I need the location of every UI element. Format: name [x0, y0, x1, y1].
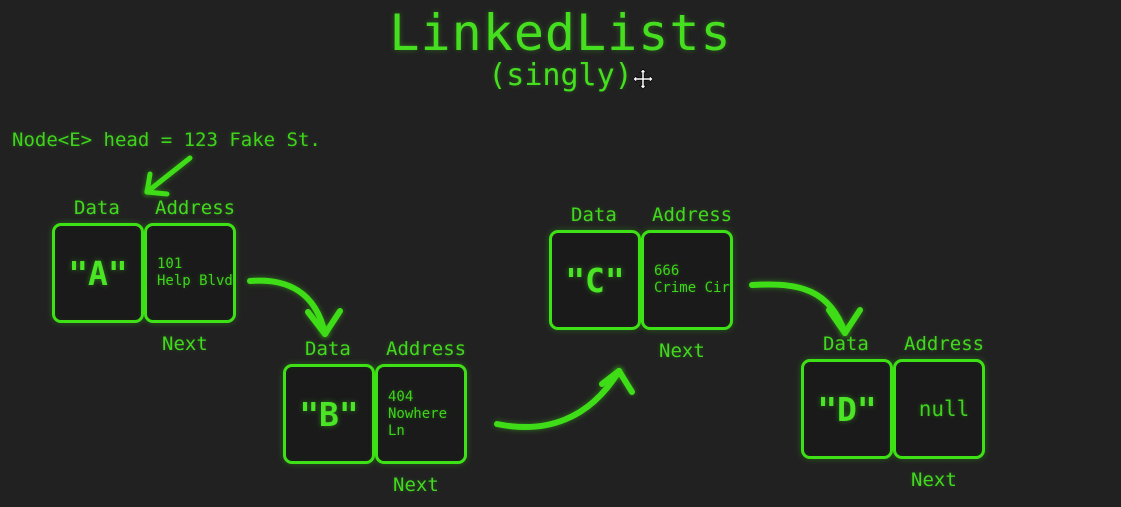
node-b-data-cell[interactable]: "B": [283, 364, 375, 464]
page-title: LinkedLists: [389, 4, 732, 62]
page-subtitle: (singly): [488, 58, 633, 93]
node-a-data-label: Data: [74, 197, 120, 219]
node-a-data-value: "A": [68, 253, 128, 293]
node-d-data-cell[interactable]: "D": [801, 359, 893, 459]
node-c-data-value: "C": [565, 260, 625, 300]
node-d-data-value: "D": [817, 389, 877, 429]
arrow-b-to-c: [494, 368, 635, 430]
node-b-address-label: Address: [386, 338, 467, 360]
head-declaration: Node<E> head = 123 Fake St.: [12, 129, 321, 151]
node-c-address-cell[interactable]: 666 Crime Cir: [641, 230, 733, 330]
node-a-cells: "A" 101 Help Blvd: [52, 223, 236, 323]
node-d-cells: "D" null: [801, 359, 985, 459]
arrow-head-to-a: [144, 155, 193, 197]
node-a-address-cell[interactable]: 101 Help Blvd: [144, 223, 236, 323]
node-b-data-label: Data: [305, 338, 351, 360]
arrow-c-to-d: [749, 281, 863, 336]
node-c-data-label: Data: [571, 204, 617, 226]
node-c-address-value: 666 Crime Cir: [654, 263, 730, 296]
move-cursor-icon: [632, 68, 654, 90]
node-b-address-value: 404 Nowhere Ln: [388, 388, 448, 439]
arrow-a-to-b: [247, 277, 343, 337]
node-d-next-label: Next: [911, 469, 957, 491]
node-c-cells: "C" 666 Crime Cir: [549, 230, 733, 330]
node-a-data-cell[interactable]: "A": [52, 223, 144, 323]
node-b-data-value: "B": [299, 394, 359, 434]
node-a-next-label: Next: [162, 333, 208, 355]
node-c-next-label: Next: [659, 340, 705, 362]
node-b-next-label: Next: [393, 474, 439, 496]
node-b-cells: "B" 404 Nowhere Ln: [283, 364, 467, 464]
node-a-address-value: 101 Help Blvd: [157, 256, 233, 289]
node-b-address-cell[interactable]: 404 Nowhere Ln: [375, 364, 467, 464]
node-d-address-cell[interactable]: null: [893, 359, 985, 459]
node-d-address-value: null: [918, 397, 970, 421]
node-c-address-label: Address: [652, 204, 733, 226]
node-d-address-label: Address: [904, 333, 985, 355]
node-d-data-label: Data: [823, 333, 869, 355]
node-a-address-label: Address: [155, 197, 236, 219]
node-c-data-cell[interactable]: "C": [549, 230, 641, 330]
